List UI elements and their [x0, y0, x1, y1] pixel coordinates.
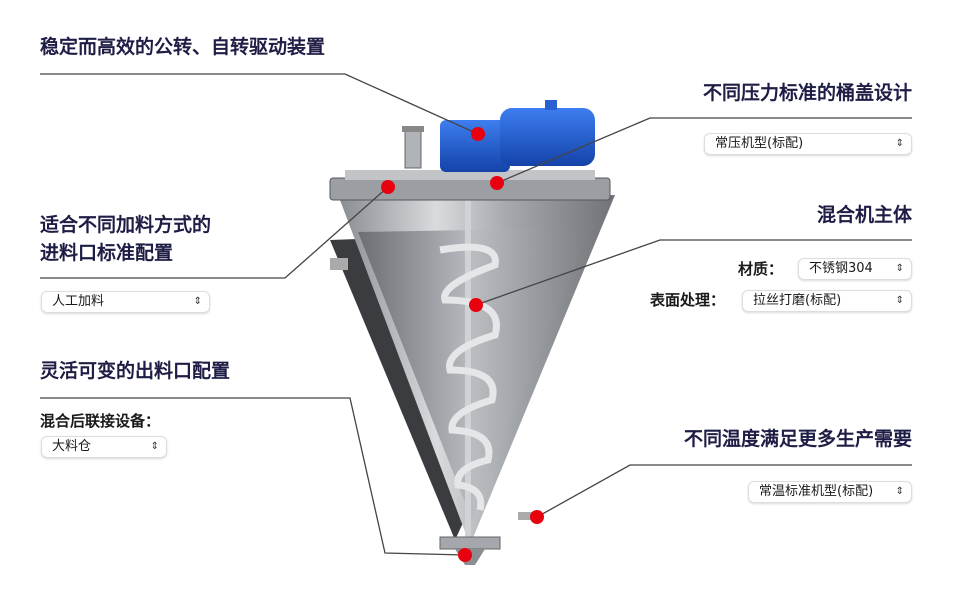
temp-pipe — [518, 512, 540, 520]
feed-title-line2: 进料口标准配置 — [40, 242, 174, 264]
hotspot-drive — [471, 127, 485, 141]
surface-select[interactable]: 拉丝打磨(标配) ⇕ — [742, 290, 912, 312]
chevron-updown-icon: ⇕ — [193, 296, 202, 307]
hotspot-feed — [381, 180, 395, 194]
material-select[interactable]: 不锈钢304 ⇕ — [798, 258, 912, 280]
body-title: 混合机主体 — [816, 204, 912, 226]
surface-label: 表面处理： — [650, 291, 726, 309]
temp-title: 不同温度满足更多生产需要 — [683, 428, 912, 450]
feed-select-value: 人工加料 — [52, 294, 105, 309]
connect-select-value: 大料仓 — [52, 439, 92, 454]
screw-spiral — [439, 243, 500, 511]
feed-select[interactable]: 人工加料 ⇕ — [41, 291, 210, 313]
connect-select[interactable]: 大料仓 ⇕ — [41, 436, 167, 458]
gearbox — [440, 120, 510, 172]
material-label: 材质： — [738, 260, 784, 278]
hotspot-lid — [490, 176, 504, 190]
temp-select[interactable]: 常温标准机型(标配) ⇕ — [748, 481, 912, 503]
lid-title: 不同压力标准的桶盖设计 — [702, 82, 912, 104]
hotspot-body — [469, 298, 483, 312]
outlet-title: 灵活可变的出料口配置 — [40, 360, 231, 382]
chevron-updown-icon: ⇕ — [895, 138, 904, 149]
chevron-updown-icon: ⇕ — [895, 263, 904, 274]
surface-select-value: 拉丝打磨(标配) — [753, 293, 842, 308]
temp-select-value: 常温标准机型(标配) — [759, 484, 874, 499]
motor — [500, 108, 595, 166]
chevron-updown-icon: ⇕ — [895, 486, 904, 497]
top-flange — [329, 177, 611, 201]
chevron-updown-icon: ⇕ — [895, 295, 904, 306]
hotspot-temp — [530, 510, 544, 524]
leader-lines — [40, 73, 912, 556]
drive-title: 稳定而高效的公转、自转驱动装置 — [40, 36, 326, 58]
connect-label: 混合后联接设备： — [40, 412, 161, 430]
lid-select-value: 常压机型(标配) — [715, 136, 804, 151]
hotspot-outlet — [458, 548, 472, 562]
material-select-value: 不锈钢304 — [809, 261, 873, 276]
feed-title-line1: 适合不同加料方式的 — [40, 214, 212, 236]
lid-select[interactable]: 常压机型(标配) ⇕ — [704, 133, 912, 155]
outlet-flange — [439, 536, 501, 550]
chevron-updown-icon: ⇕ — [150, 441, 159, 452]
